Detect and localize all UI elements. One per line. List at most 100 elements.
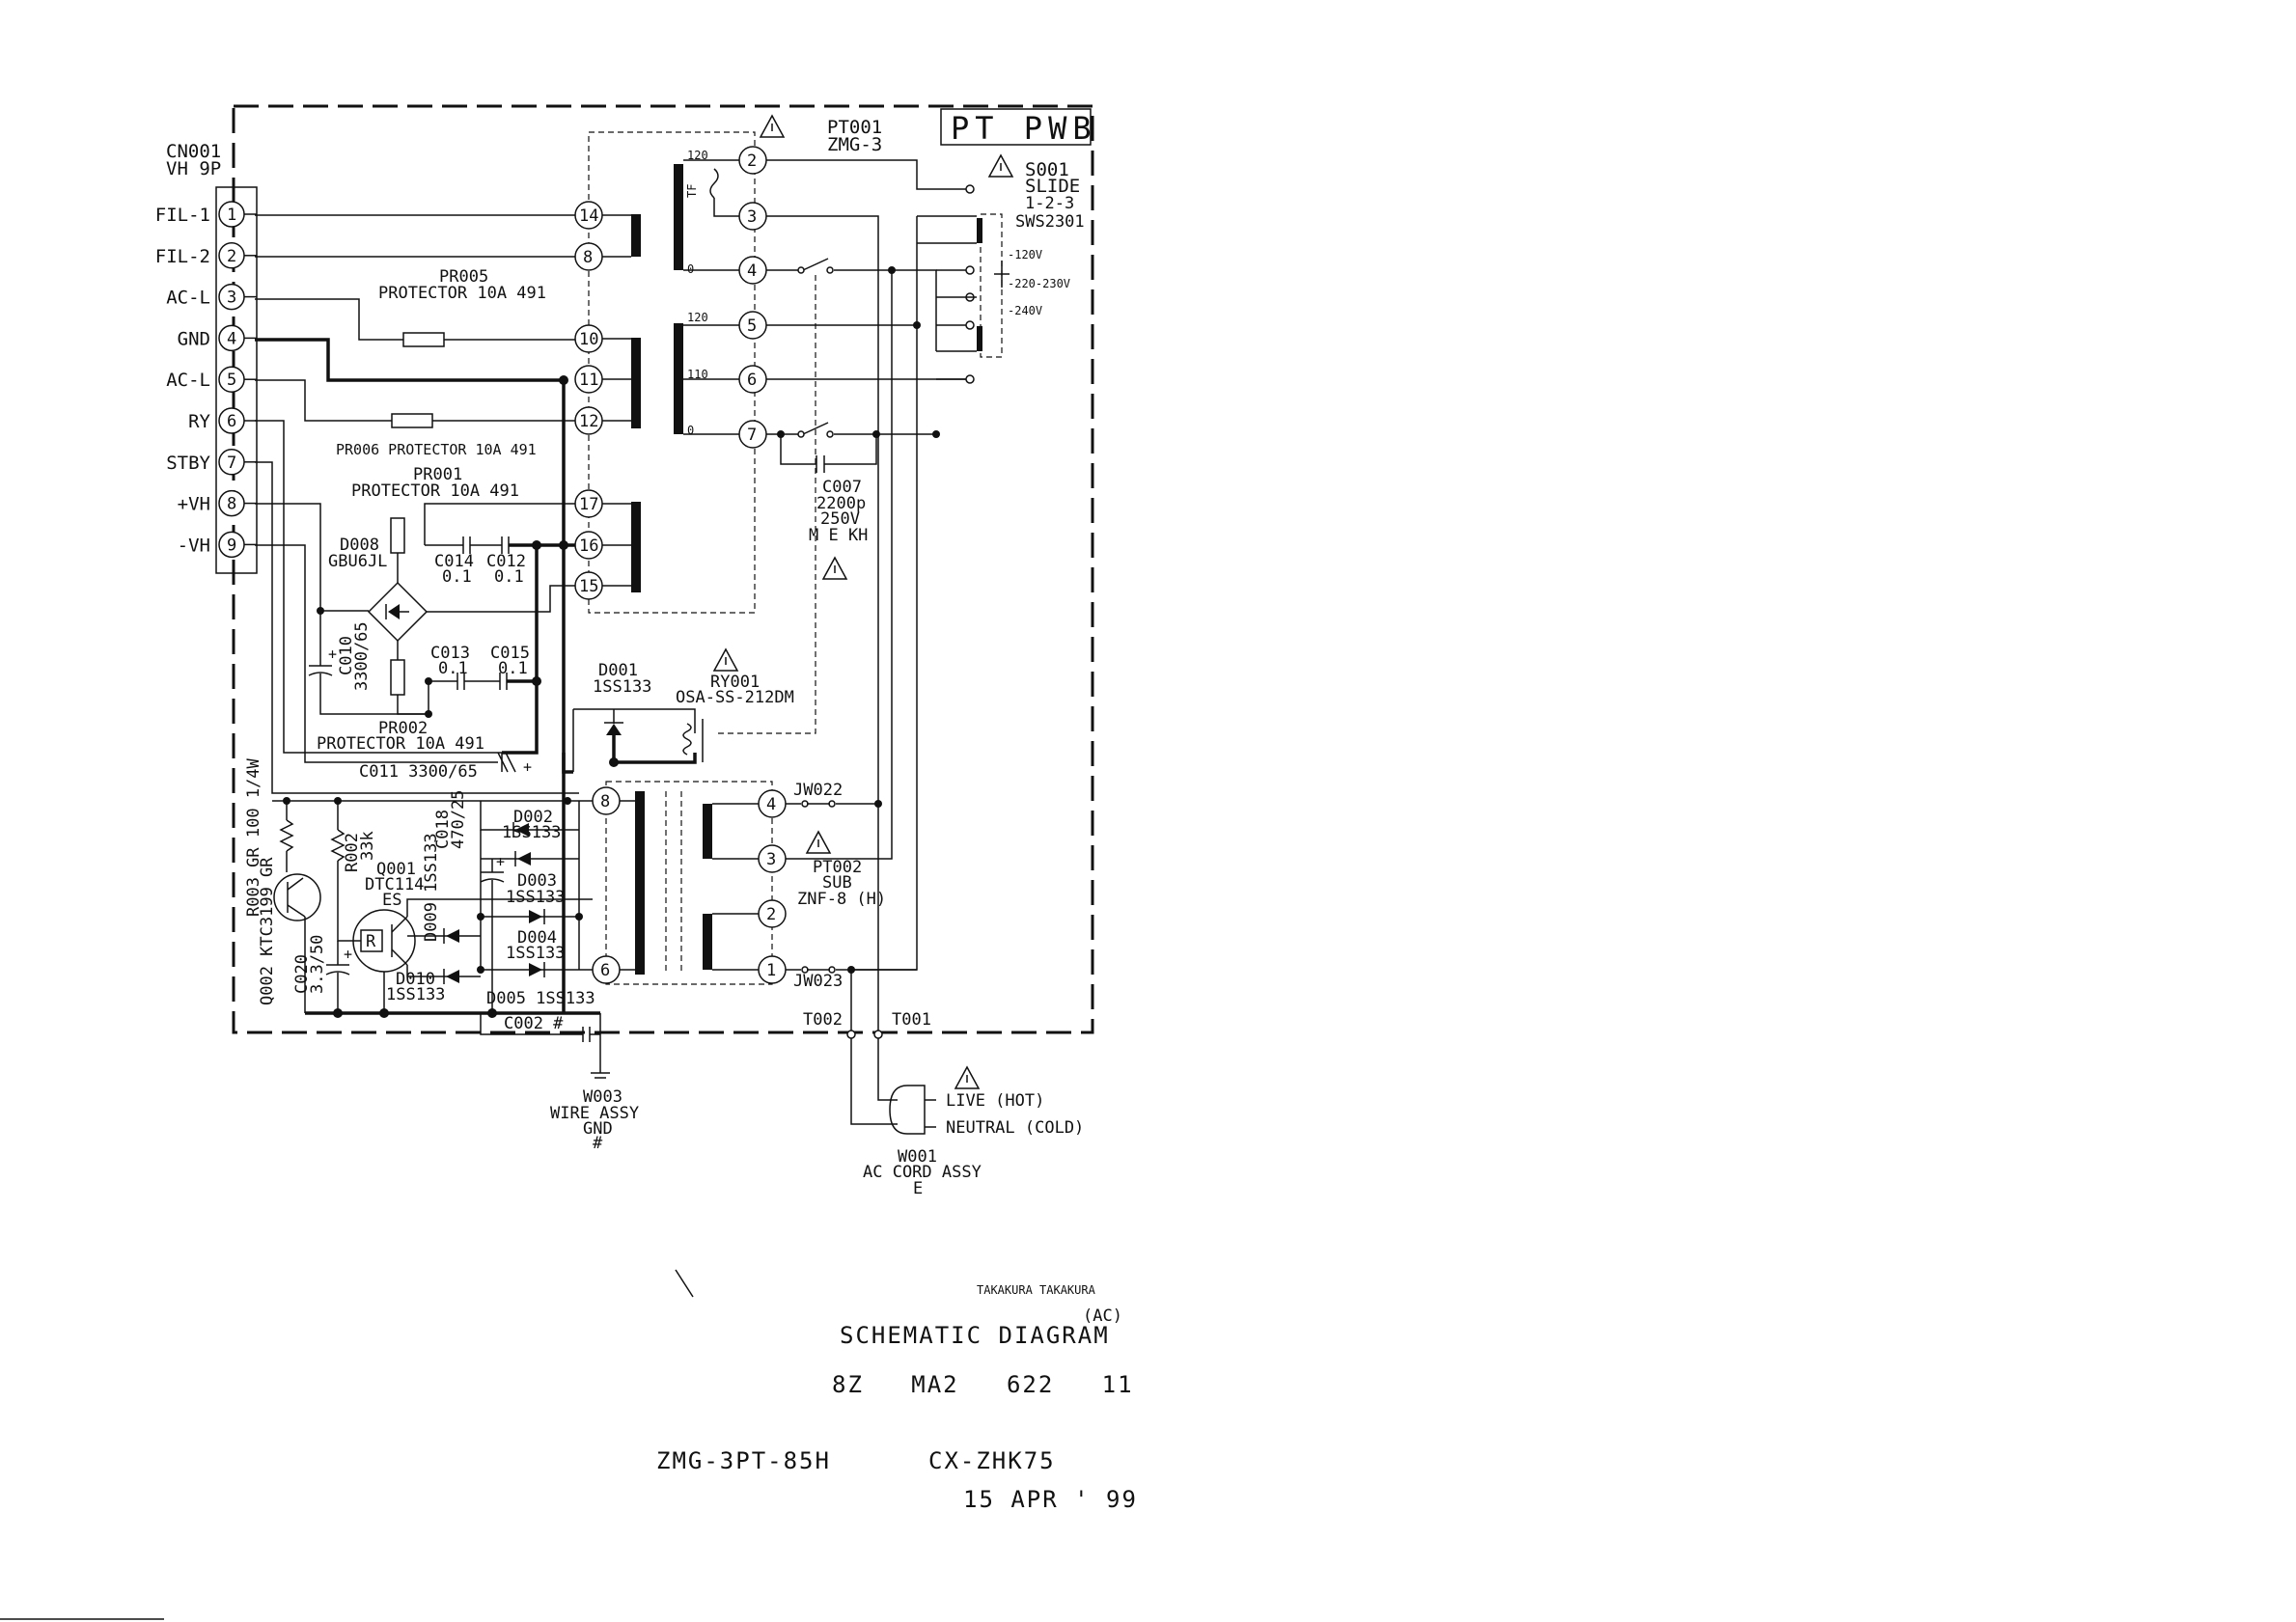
connector-pin-number: 1 — [227, 206, 236, 225]
svg-text:3: 3 — [766, 850, 776, 869]
d004-ref: D004 — [517, 928, 557, 948]
warning-triangle-icon — [805, 830, 832, 854]
connector-pin-name: +VH — [178, 494, 210, 515]
tap-0-b: 0 — [687, 424, 694, 437]
pt002-pin: 4 — [758, 789, 787, 818]
svg-text:4: 4 — [766, 795, 776, 814]
pr001-desc: PROTECTOR 10A 491 — [351, 481, 519, 501]
jw022-label: JW022 — [793, 781, 843, 800]
c007-ref: C007 — [822, 478, 862, 497]
ac-live: LIVE (HOT) — [946, 1091, 1044, 1111]
d010-part: 1SS133 — [386, 985, 445, 1004]
pt001-pin: 11 — [574, 365, 603, 394]
polarity-mark: + — [496, 853, 505, 870]
pr002-desc: PROTECTOR 10A 491 — [317, 734, 484, 754]
connector-pin-name: STBY — [166, 453, 210, 474]
board-label: PT PWB — [951, 110, 1097, 147]
pr001-ref: PR001 — [413, 465, 462, 484]
d002-ref: D002 — [513, 808, 553, 827]
svg-text:10: 10 — [579, 330, 598, 349]
connector-pin-number: 7 — [227, 454, 236, 473]
w003-ref: W003 — [583, 1087, 622, 1107]
board-outline: PT PWB — [232, 104, 1097, 1034]
svg-text:5: 5 — [747, 316, 757, 336]
connector-pin-name: FIL-1 — [155, 205, 210, 226]
w003-desc: WIRE ASSY — [550, 1104, 639, 1123]
q001-part: DTC114 — [365, 875, 424, 894]
jw023-label: JW023 — [793, 972, 843, 991]
polarity-mark: + — [328, 646, 337, 663]
pr006-label: PR006 PROTECTOR 10A 491 — [336, 441, 537, 458]
d003-part: 1SS133 — [506, 888, 565, 907]
warning-triangle-icon — [712, 647, 739, 672]
d005-label: D005 1SS133 — [486, 989, 595, 1008]
warning-triangle-icon — [759, 114, 786, 138]
svg-text:2: 2 — [747, 151, 757, 171]
svg-text:6: 6 — [600, 961, 610, 980]
c018-val: 470/25 — [449, 790, 468, 849]
t001-label: T001 — [892, 1010, 931, 1030]
d002-part: 1SS133 — [502, 823, 561, 842]
pt001-pin: 15 — [574, 571, 603, 600]
connector-pin: STBY 7 — [166, 449, 257, 476]
connector-pin: FIL-1 1 — [155, 201, 257, 228]
d009-label: D009 1SS133 — [422, 833, 441, 942]
pt001-pin: 7 — [738, 420, 767, 449]
ac-neutral: NEUTRAL (COLD) — [946, 1118, 1084, 1138]
pt002-pin: 3 — [758, 844, 787, 873]
connector-wiring: PR005 PROTECTOR 10A 491 PR006 PROTECTOR … — [255, 267, 579, 794]
pt001-part: ZMG-3 — [827, 134, 882, 155]
transformer-pt001: PT001 ZMG-3 TF 120 0 120 110 0 2 3 4 5 6… — [255, 114, 882, 614]
r002-ref: R002 — [343, 833, 362, 872]
pt002-type: SUB — [822, 873, 852, 893]
s001-ref: S001 — [1025, 159, 1069, 180]
tap-110: 110 — [687, 368, 708, 381]
pt002-pin: 8 — [592, 786, 621, 815]
c012-val: 0.1 — [494, 567, 524, 587]
pr005-desc: PROTECTOR 10A 491 — [378, 284, 546, 303]
c015-ref: C015 — [490, 644, 530, 663]
c011-label: C011 3300/65 — [359, 762, 478, 782]
r003-label: R003 GR 100 1/4W — [244, 757, 263, 917]
d008-part: GBU6JL — [328, 552, 387, 571]
drawing-date: 15 APR ' 99 — [963, 1486, 1138, 1513]
ry001-ref: RY001 — [710, 673, 760, 692]
pt001-pin: 14 — [574, 201, 603, 230]
svg-text:2: 2 — [766, 905, 776, 924]
pt001-pin: 3 — [738, 202, 767, 231]
s001-positions: 1-2-3 — [1025, 194, 1074, 213]
pt001-pin: 5 — [738, 311, 767, 340]
svg-text:1: 1 — [766, 961, 776, 980]
w001-mark: E — [913, 1179, 923, 1198]
s001-option: -220-230V — [1008, 277, 1070, 290]
q001-mark: R — [366, 932, 376, 951]
svg-text:4: 4 — [747, 261, 757, 281]
c007-val1: 2200p — [816, 494, 866, 513]
warning-triangle-icon — [987, 153, 1014, 178]
ry001-part: OSA-SS-212DM — [676, 688, 794, 707]
d003-ref: D003 — [517, 871, 557, 891]
q002-label: Q002 KTC3199 GR — [258, 857, 277, 1005]
svg-text:17: 17 — [579, 495, 598, 514]
pt001-pin: 6 — [738, 365, 767, 394]
svg-text:8: 8 — [583, 248, 593, 267]
svg-text:16: 16 — [579, 536, 598, 556]
connector-pin-number: 3 — [227, 289, 236, 308]
pt001-pin: 4 — [738, 256, 767, 285]
r002-val: 33k — [358, 831, 377, 861]
svg-text:6: 6 — [747, 371, 757, 390]
c020-val: 3.3/50 — [308, 935, 327, 994]
transformer-pt002: 8 6 4 3 2 1 PT002 SUB ZNF-8 (H) JW022 JW… — [592, 781, 917, 1032]
c013-val: 0.1 — [438, 659, 468, 678]
model-right: CX-ZHK75 — [928, 1447, 1056, 1474]
c015-val: 0.1 — [498, 659, 528, 678]
c010-ref: C010 — [337, 636, 356, 675]
